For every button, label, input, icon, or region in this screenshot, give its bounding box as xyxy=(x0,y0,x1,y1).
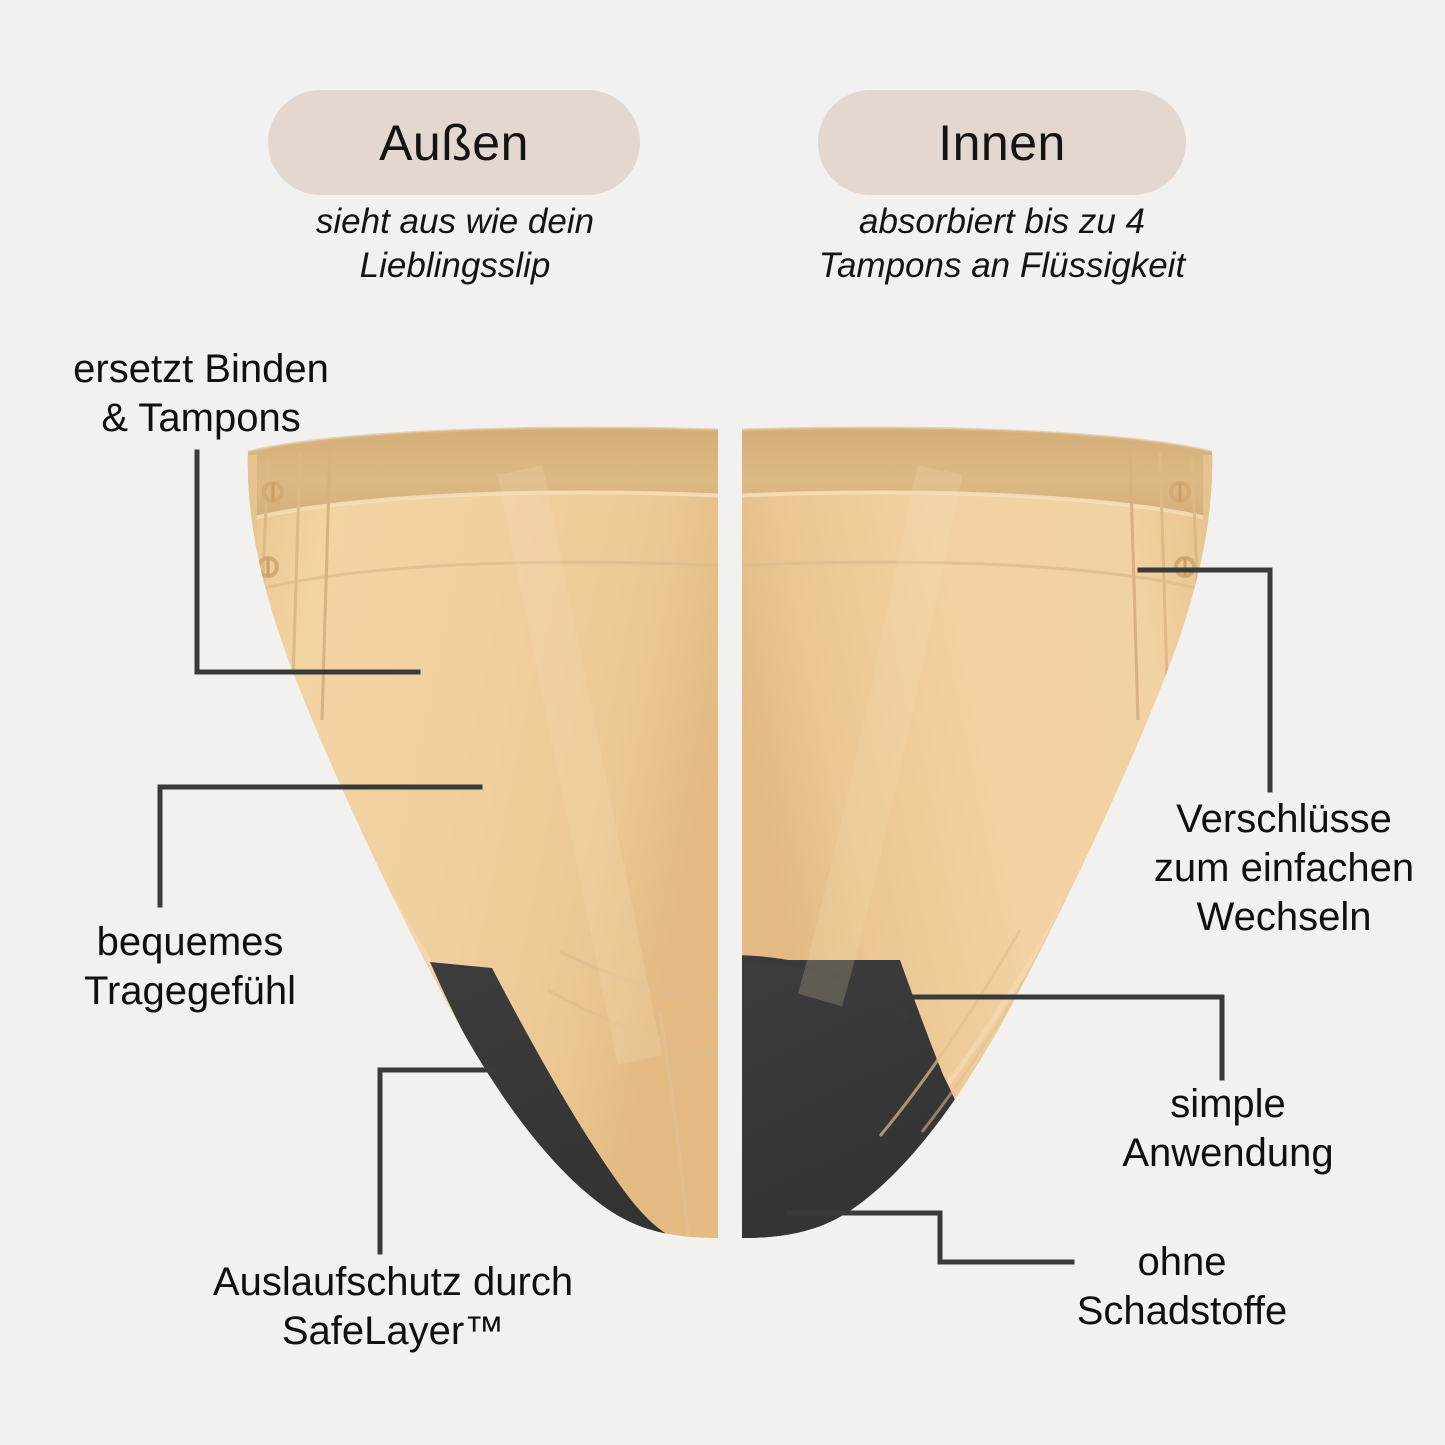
callout-bequemes-tragegefuehl: bequemes Tragegefühl xyxy=(84,920,296,1013)
pill-innen: Innen xyxy=(818,90,1186,195)
callout-ohne-schadstoffe: ohne Schadstoffe xyxy=(1076,1240,1288,1333)
outside-view-garment xyxy=(247,426,719,1238)
pill-innen-label: Innen xyxy=(938,114,1066,171)
callout-auslaufschutz-safelayer: Auslaufschutz durch SafeLayer™ xyxy=(212,1260,574,1353)
pill-aussen: Außen xyxy=(268,90,640,195)
pill-aussen-subtitle: sieht aus wie dein Lieblingsslip xyxy=(315,202,595,286)
callout-ersetzt-binden-tampons: ersetzt Binden & Tampons xyxy=(73,347,329,440)
callout-simple-anwendung: simple Anwendung xyxy=(1122,1082,1334,1175)
callout-verschluesse-wechseln: Verschlüsse zum einfachen Wechseln xyxy=(1153,797,1415,939)
pill-aussen-label: Außen xyxy=(379,114,529,171)
pill-innen-subtitle: absorbiert bis zu 4 Tampons an Flüssigke… xyxy=(818,202,1186,286)
